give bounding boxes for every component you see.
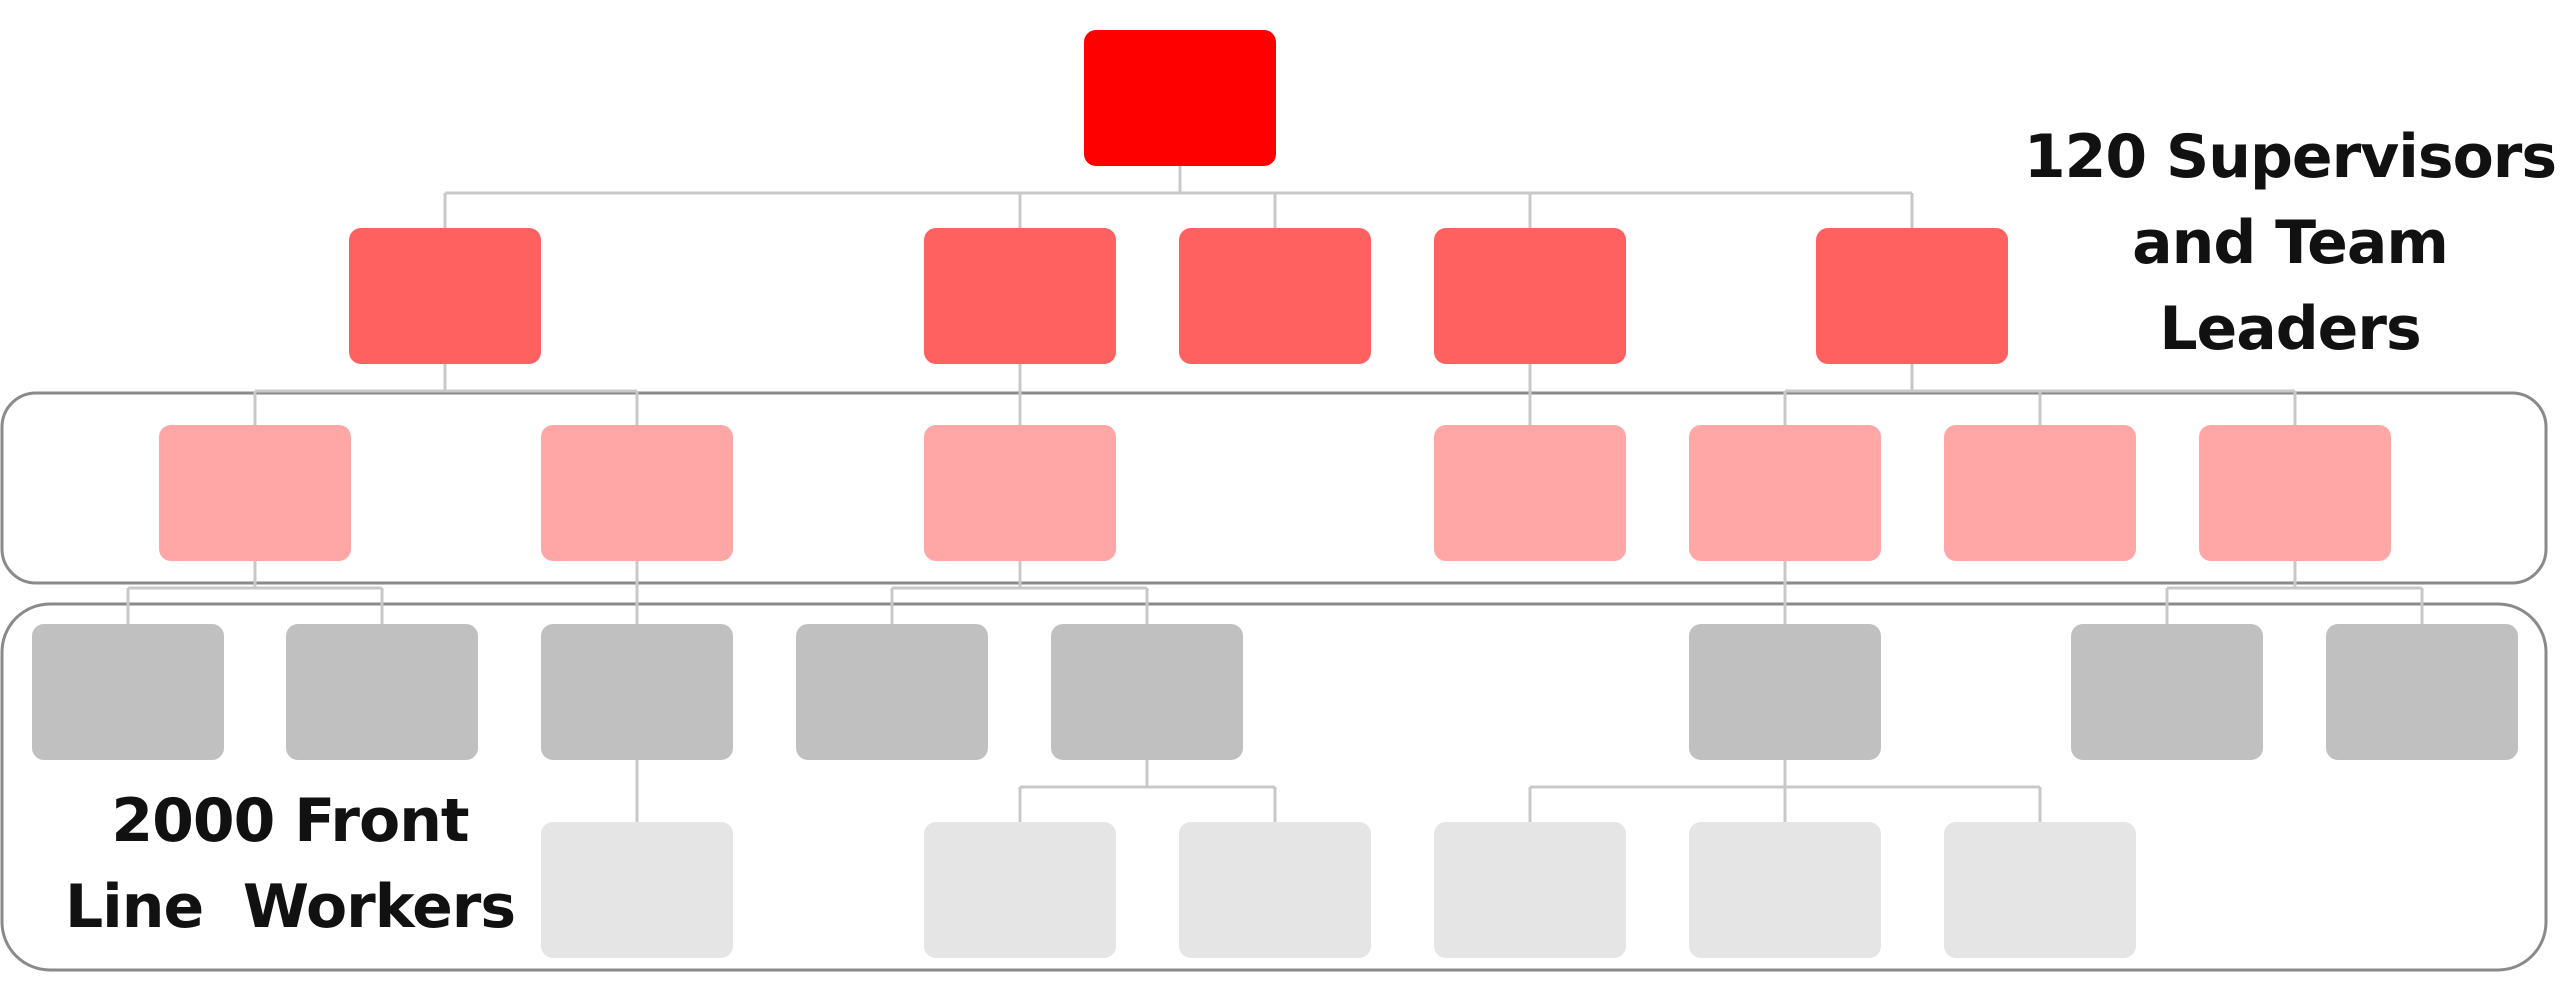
front-line-group-outline — [0, 602, 2548, 972]
supervisors-label-line-3: Leaders — [2159, 294, 2421, 364]
org-node-level-2-2 — [159, 425, 351, 561]
workers-label-line-1: 2000 Front — [111, 786, 469, 856]
org-node-level-0-0 — [1084, 30, 1276, 166]
org-node-level-4-20 — [1434, 822, 1626, 958]
org-node-level-3-26 — [2326, 624, 2518, 760]
org-node-level-2-24 — [2199, 425, 2391, 561]
org-node-level-3-6 — [541, 624, 733, 760]
org-node-level-2-23 — [1944, 425, 2136, 561]
org-nodes — [32, 30, 2518, 958]
org-node-level-1-1 — [349, 228, 541, 364]
org-node-level-2-16 — [1434, 425, 1626, 561]
org-node-level-2-9 — [924, 425, 1116, 561]
org-node-level-1-8 — [924, 228, 1116, 364]
org-node-level-4-22 — [1944, 822, 2136, 958]
org-node-level-4-12 — [924, 822, 1116, 958]
org-node-level-2-18 — [1689, 425, 1881, 561]
workers-label-line-2: Line Workers — [64, 872, 516, 942]
org-node-level-3-4 — [286, 624, 478, 760]
connector-lines — [126, 166, 2424, 822]
org-node-level-1-14 — [1179, 228, 1371, 364]
org-node-level-4-13 — [1179, 822, 1371, 958]
org-node-level-3-11 — [1051, 624, 1243, 760]
org-node-level-3-19 — [1689, 624, 1881, 760]
org-node-level-4-21 — [1689, 822, 1881, 958]
org-node-level-1-15 — [1434, 228, 1626, 364]
org-node-level-2-5 — [541, 425, 733, 561]
org-node-level-3-25 — [2071, 624, 2263, 760]
supervisors-count-label: 120 Supervisors and Team Leaders — [1980, 114, 2560, 372]
org-node-level-3-3 — [32, 624, 224, 760]
org-node-level-3-10 — [796, 624, 988, 760]
team-leaders-group-outline — [0, 391, 2548, 585]
front-line-workers-label: 2000 Front Line Workers — [30, 778, 550, 950]
org-node-level-4-7 — [541, 822, 733, 958]
supervisors-label-line-2: and Team — [2132, 208, 2449, 278]
org-node-level-1-17 — [1816, 228, 2008, 364]
supervisors-label-line-1: 120 Supervisors — [2023, 122, 2557, 192]
